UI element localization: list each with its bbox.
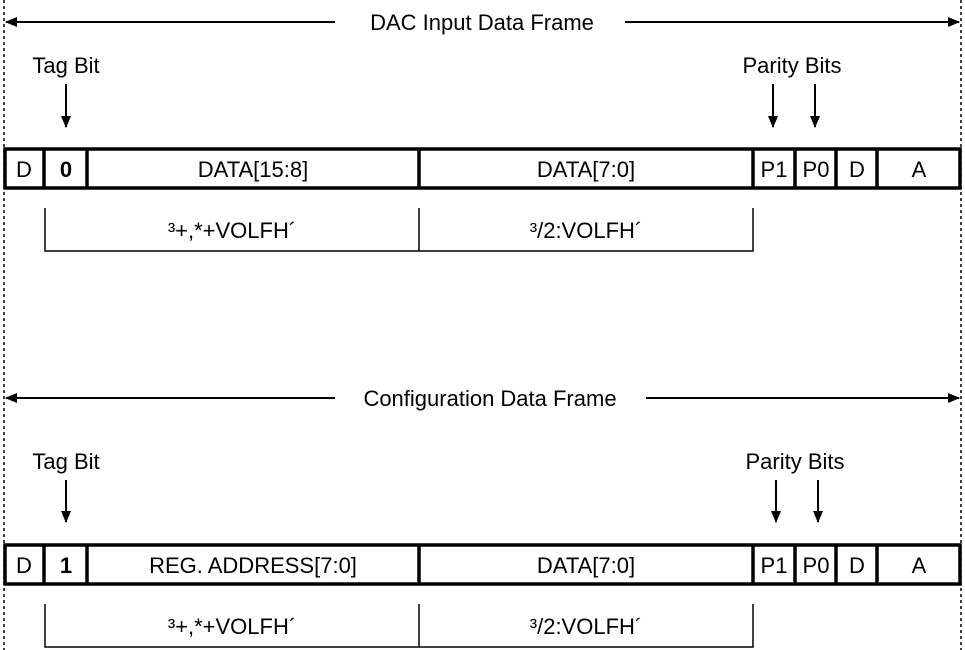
frame-outline <box>3 543 962 586</box>
configuration-frame: Configuration Data Frame Tag Bit Parity … <box>3 386 962 648</box>
group-label-low: ³/2:VOLFH´ <box>530 218 642 243</box>
parity-bits-label: Parity Bits <box>742 53 841 78</box>
field-ack: A <box>912 553 927 578</box>
parity-bits-label: Parity Bits <box>745 449 844 474</box>
dac-input-frame: DAC Input Data Frame Tag Bit Parity Bits… <box>3 10 962 252</box>
frame-title: Configuration Data Frame <box>363 386 616 411</box>
field-register-address: REG. ADDRESS[7:0] <box>149 553 357 578</box>
field-dummy-leading: D <box>16 553 32 578</box>
field-parity-p0: P0 <box>803 157 830 182</box>
field-data-high: DATA[15:8] <box>198 157 308 182</box>
field-tag-bit: 1 <box>60 553 72 578</box>
tag-bit-label: Tag Bit <box>32 449 99 474</box>
field-parity-p1: P1 <box>761 553 788 578</box>
group-label-high: ³+,*+VOLFH´ <box>168 614 296 639</box>
field-parity-p1: P1 <box>761 157 788 182</box>
frame-outline <box>3 147 962 190</box>
group-label-low: ³/2:VOLFH´ <box>530 614 642 639</box>
parity-coverage-bracket <box>44 208 754 252</box>
field-data: DATA[7:0] <box>537 553 635 578</box>
field-dummy-leading: D <box>16 157 32 182</box>
field-dummy-trailing: D <box>849 553 865 578</box>
tag-bit-label: Tag Bit <box>32 53 99 78</box>
parity-coverage-bracket <box>44 604 754 648</box>
field-ack: A <box>912 157 927 182</box>
field-dummy-trailing: D <box>849 157 865 182</box>
field-parity-p0: P0 <box>803 553 830 578</box>
field-data-low: DATA[7:0] <box>537 157 635 182</box>
group-label-high: ³+,*+VOLFH´ <box>168 218 296 243</box>
frame-title: DAC Input Data Frame <box>370 10 594 35</box>
field-tag-bit: 0 <box>60 157 72 182</box>
